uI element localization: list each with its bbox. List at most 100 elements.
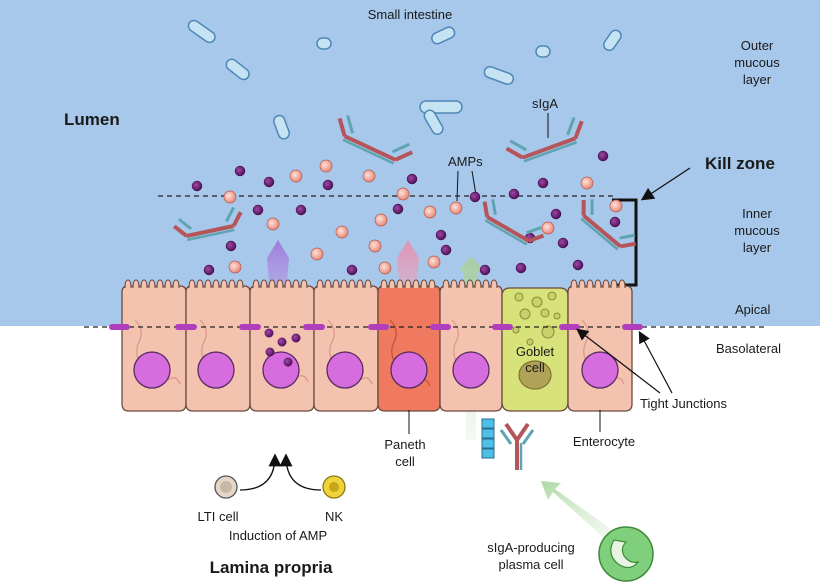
microvillus bbox=[196, 279, 204, 289]
microvillus bbox=[348, 279, 356, 289]
inner-mucous-label-1: Inner bbox=[742, 206, 772, 221]
inner-mucous-label-3: layer bbox=[743, 240, 772, 255]
plasma-cell bbox=[598, 526, 654, 582]
microvillus bbox=[140, 279, 148, 289]
siga-antibody bbox=[505, 117, 584, 163]
plasma-siga-antibody bbox=[499, 422, 535, 470]
microvillus bbox=[490, 279, 498, 289]
microvillus bbox=[172, 279, 180, 289]
microvillus bbox=[618, 279, 626, 289]
bacterium bbox=[535, 45, 551, 58]
microvillus bbox=[148, 279, 156, 289]
tight-junctions-label: Tight Junctions bbox=[640, 396, 727, 411]
nucleus bbox=[262, 351, 300, 389]
lti-induction-arrow bbox=[239, 453, 282, 491]
microvillus bbox=[204, 279, 212, 289]
apical-label: Apical bbox=[735, 302, 771, 317]
outer-mucous-label-2: mucous bbox=[734, 55, 780, 70]
plasma-secretion-arrow bbox=[541, 481, 612, 538]
microvillus bbox=[292, 279, 300, 289]
paneth-cell-label-2: cell bbox=[395, 454, 415, 469]
bacterium bbox=[431, 26, 456, 45]
microvillus bbox=[404, 279, 412, 289]
microvillus bbox=[578, 279, 586, 289]
kill-zone-label: Kill zone bbox=[705, 154, 775, 173]
siga-antibody bbox=[173, 206, 243, 242]
lamina-propria-label: Lamina propria bbox=[210, 558, 333, 577]
microvillus bbox=[442, 279, 450, 289]
amps-label: AMPs bbox=[448, 154, 483, 169]
microvillus bbox=[340, 279, 348, 289]
enterocyte-cell bbox=[439, 285, 503, 412]
bacterium bbox=[273, 114, 291, 140]
bacterium bbox=[483, 65, 515, 85]
microvillus bbox=[124, 279, 132, 289]
nucleus bbox=[326, 351, 364, 389]
goblet-cell-label-1: Goblet bbox=[516, 344, 555, 359]
microvillus bbox=[324, 279, 332, 289]
microvillus bbox=[396, 279, 404, 289]
outer-mucous-label-3: layer bbox=[743, 72, 772, 87]
microvillus bbox=[412, 279, 420, 289]
amp-light-particles bbox=[223, 159, 623, 275]
bacteria-group bbox=[187, 19, 622, 140]
siga-label: sIgA bbox=[532, 96, 558, 111]
microvillus bbox=[132, 279, 140, 289]
paneth-cell-label-1: Paneth bbox=[384, 437, 425, 452]
microvillus bbox=[466, 279, 474, 289]
lumen-label: Lumen bbox=[64, 110, 120, 129]
nucleus bbox=[390, 351, 428, 389]
goblet-nucleus bbox=[518, 360, 552, 390]
enterocyte-cell bbox=[249, 285, 315, 412]
enterocyte-label: Enterocyte bbox=[573, 434, 635, 449]
goblet-cell-label-2: cell bbox=[525, 360, 545, 375]
lti-cell-label: LTI cell bbox=[198, 509, 239, 524]
microvillus bbox=[450, 279, 458, 289]
kill-zone-pointer bbox=[640, 167, 691, 201]
microvilli-brush-border bbox=[124, 279, 626, 289]
microvillus bbox=[212, 279, 220, 289]
bacterium bbox=[423, 109, 444, 135]
lti-cell-nucleus bbox=[220, 481, 232, 493]
microvillus bbox=[356, 279, 364, 289]
bacterium bbox=[225, 58, 250, 81]
plasma-cell-label-2: plasma cell bbox=[498, 557, 563, 572]
microvillus bbox=[364, 279, 372, 289]
microvillus bbox=[252, 279, 260, 289]
microvillus bbox=[594, 279, 602, 289]
microvillus bbox=[380, 279, 388, 289]
microvillus bbox=[586, 279, 594, 289]
microvillus bbox=[236, 279, 244, 289]
enterocyte-cell bbox=[185, 285, 251, 412]
microvillus bbox=[228, 279, 236, 289]
microvillus bbox=[276, 279, 284, 289]
amps-pointer-2 bbox=[471, 170, 477, 196]
microvillus bbox=[482, 279, 490, 289]
siga-antibody bbox=[580, 199, 637, 251]
microvillus bbox=[332, 279, 340, 289]
enterocyte-cell bbox=[121, 285, 187, 412]
microvillus bbox=[388, 279, 396, 289]
microvillus bbox=[220, 279, 228, 289]
microvillus bbox=[156, 279, 164, 289]
microvillus bbox=[570, 279, 578, 289]
microvillus bbox=[474, 279, 482, 289]
inner-mucous-label-2: mucous bbox=[734, 223, 780, 238]
bacterium bbox=[316, 37, 332, 50]
nk-label: NK bbox=[325, 509, 343, 524]
nk-induction-arrow bbox=[279, 453, 322, 491]
nucleus bbox=[452, 351, 490, 389]
microvillus bbox=[260, 279, 268, 289]
siga-antibody bbox=[337, 115, 413, 165]
nucleus bbox=[581, 351, 619, 389]
microvillus bbox=[458, 279, 466, 289]
nucleus bbox=[133, 351, 171, 389]
plasma-cell-label-1: sIgA-producing bbox=[487, 540, 574, 555]
pigr-receptor bbox=[481, 418, 495, 459]
small-intestine-label: Small intestine bbox=[368, 7, 453, 22]
microvillus bbox=[420, 279, 428, 289]
enterocyte-cell bbox=[313, 285, 379, 412]
microvillus bbox=[268, 279, 276, 289]
